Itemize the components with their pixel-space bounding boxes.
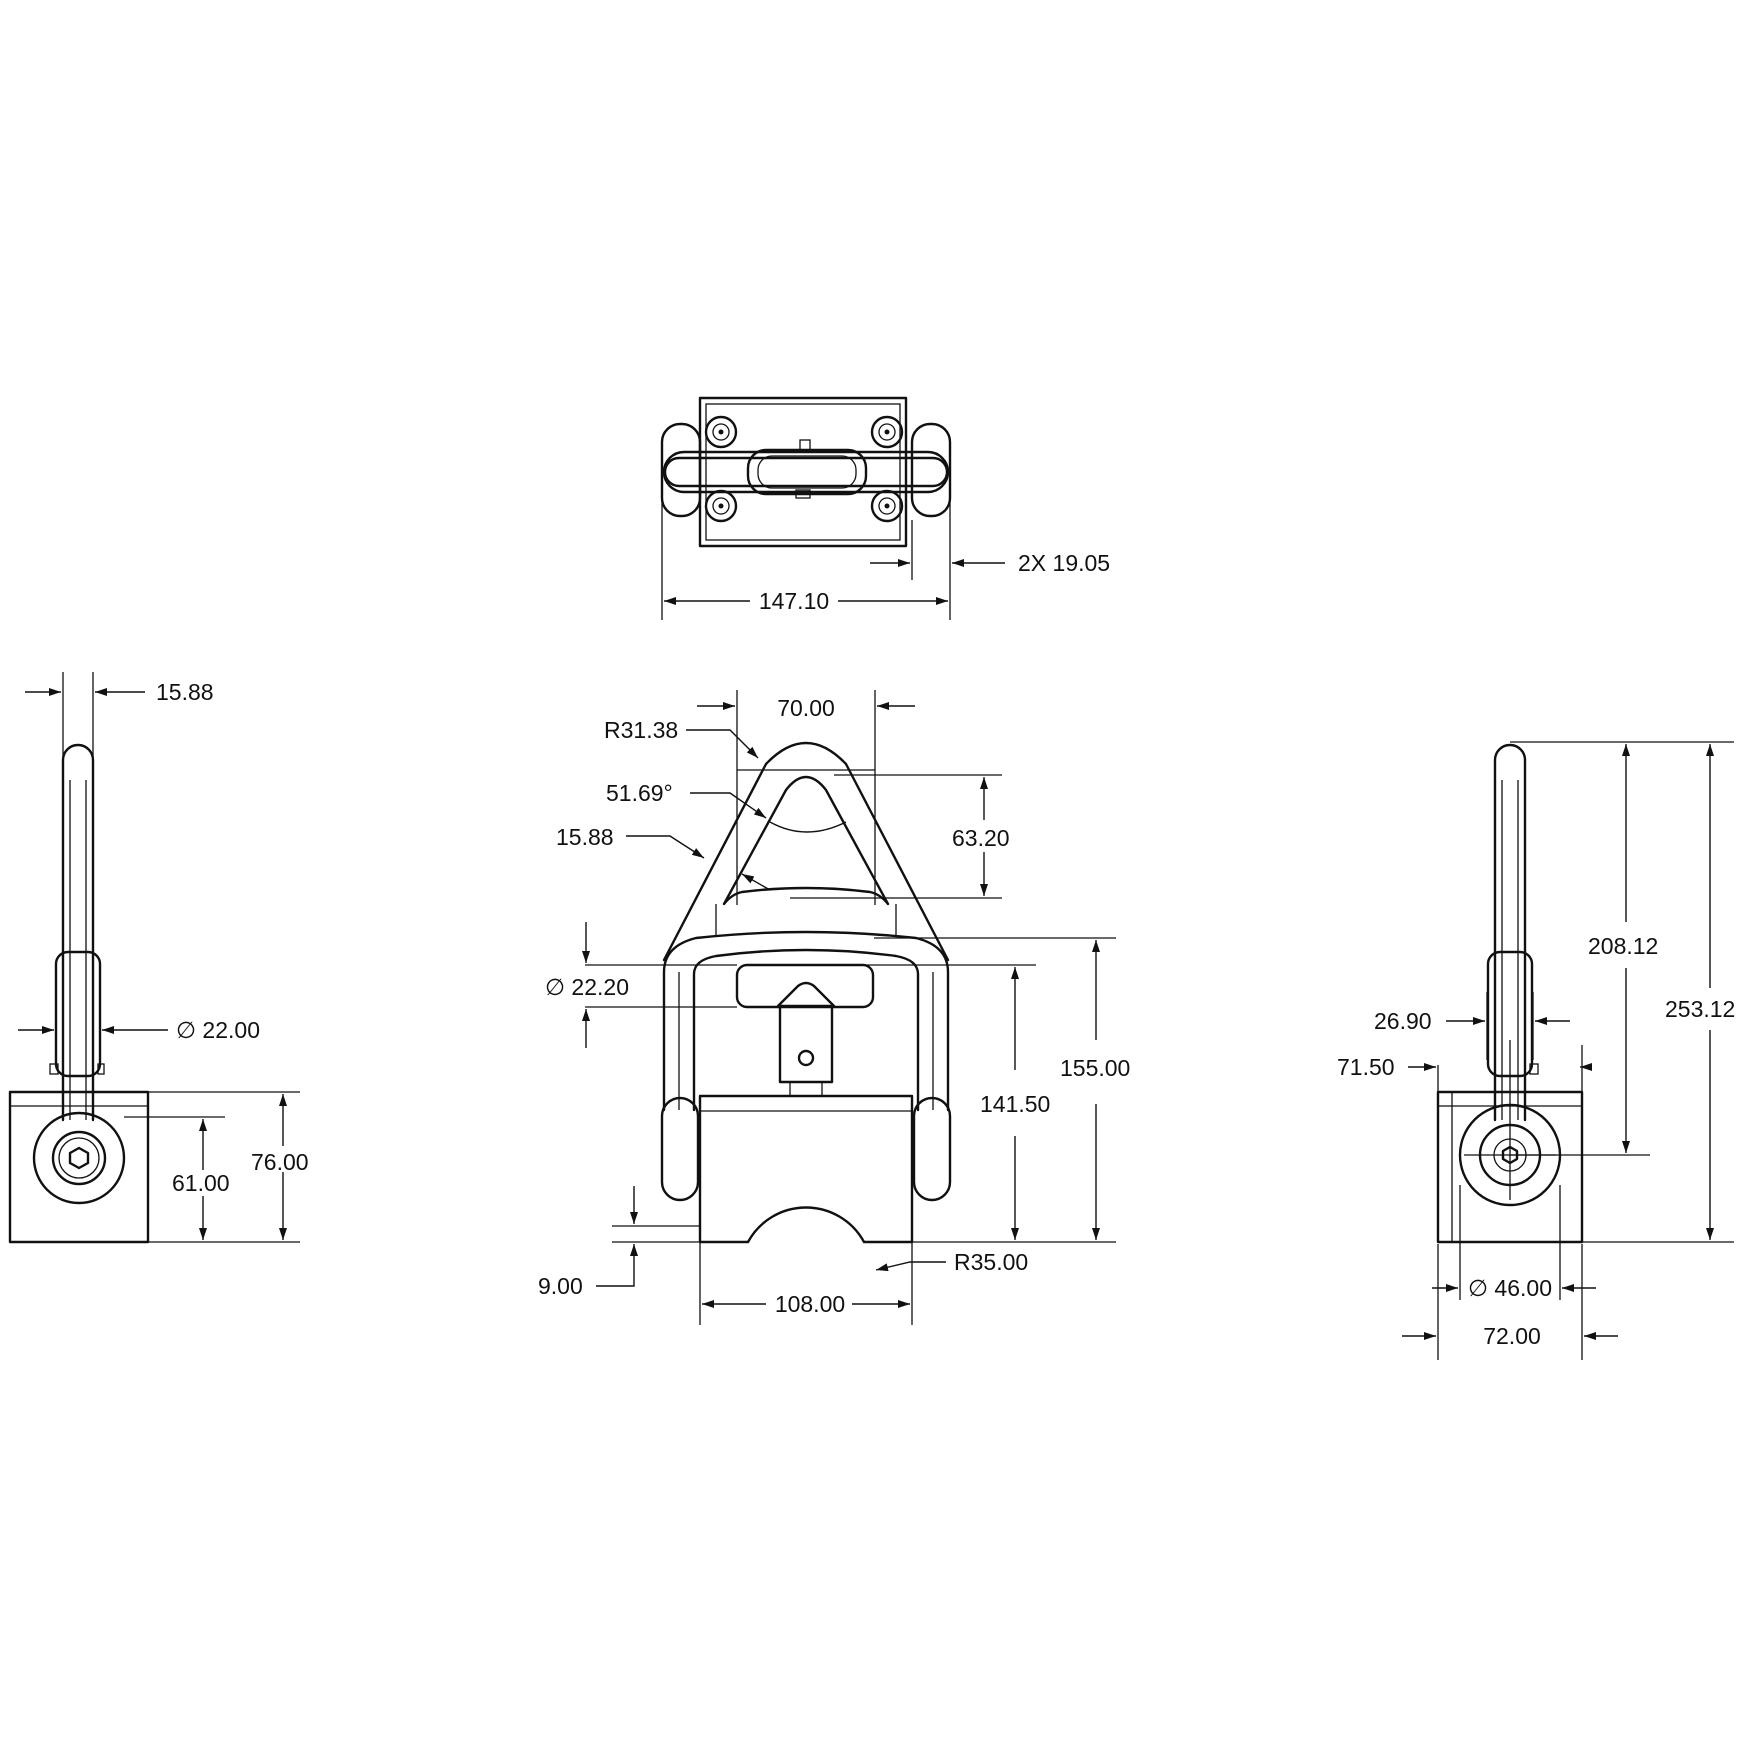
right-handle	[1493, 743, 1527, 1122]
front-triangle-handle	[662, 741, 950, 962]
left-view: 15.88 ∅ 22.00 61.00 76.00	[8, 672, 309, 1244]
dim-r35-00: R35.00	[954, 1249, 1028, 1275]
front-view: 70.00 R31.38 51.69° 15.88 63.20 ∅ 22.20 …	[538, 690, 1130, 1325]
left-handle	[61, 743, 95, 1122]
dim-r31-38: R31.38	[604, 717, 678, 743]
dim-9-00: 9.00	[538, 1273, 583, 1299]
front-knob	[735, 963, 875, 1009]
front-knob-stem	[778, 1004, 834, 1084]
dim-dia-46-00: ∅ 46.00	[1468, 1275, 1552, 1301]
dim-61-00: 61.00	[172, 1170, 230, 1196]
dim-76-00: 76.00	[251, 1149, 309, 1175]
dim-141-50: 141.50	[980, 1091, 1050, 1117]
top-left-pad	[660, 422, 702, 518]
front-u-frame	[662, 930, 950, 1112]
left-pivot-disc	[32, 1111, 126, 1205]
left-body	[8, 1090, 150, 1244]
dim-253-12: 253.12	[1665, 996, 1735, 1022]
dim-72-00: 72.00	[1483, 1323, 1541, 1349]
dim-208-12: 208.12	[1588, 933, 1658, 959]
top-right-pad	[910, 422, 952, 518]
dim-26-90: 26.90	[1374, 1008, 1432, 1034]
hex-socket-icon	[68, 1146, 90, 1170]
dim-63-20: 63.20	[952, 825, 1010, 851]
dim-15-88-left: 15.88	[156, 679, 214, 705]
dim-15-88-front: 15.88	[556, 824, 614, 850]
dim-51-69-deg: 51.69°	[606, 780, 673, 806]
front-body	[698, 1094, 914, 1244]
top-view: 147.10 2X 19.05	[660, 396, 1110, 620]
dim-71-50: 71.50	[1337, 1054, 1395, 1080]
front-left-pad	[660, 1096, 700, 1202]
dim-dia-22-20: ∅ 22.20	[545, 974, 629, 1000]
dim-70-00: 70.00	[777, 695, 835, 721]
dim-108-00: 108.00	[775, 1291, 845, 1317]
right-view: 208.12 253.12 26.90 71.50 ∅ 46.00 72.00	[1337, 741, 1735, 1360]
screw-icon	[704, 415, 904, 523]
front-right-pad	[912, 1096, 952, 1202]
dim-147-10: 147.10	[759, 588, 829, 614]
dim-dia-22-00: ∅ 22.00	[176, 1017, 260, 1043]
dim-2x-19-05: 2X 19.05	[1018, 550, 1110, 576]
dim-155-00: 155.00	[1060, 1055, 1130, 1081]
